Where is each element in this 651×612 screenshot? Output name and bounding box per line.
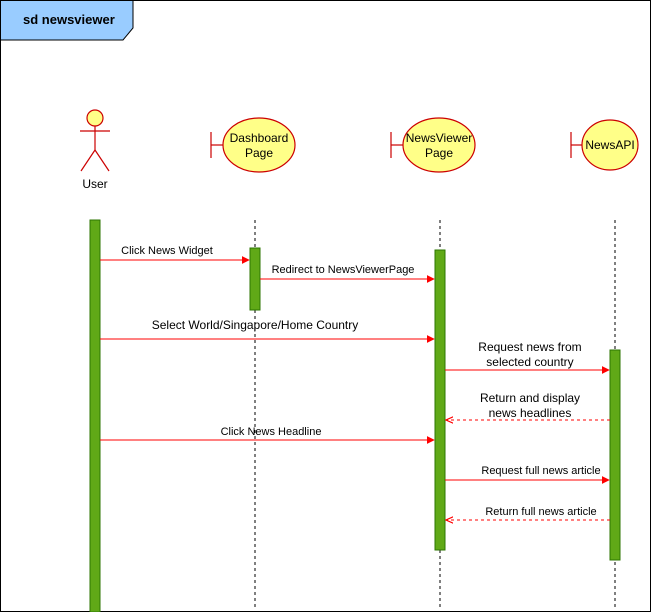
message-label-1: Click News Widget <box>121 245 213 257</box>
message-label-3: Select World/Singapore/Home Country <box>152 318 359 332</box>
frame-title: sd newsviewer <box>23 12 115 27</box>
message-label-4b: selected country <box>486 355 573 369</box>
message-label-5a: Return and display <box>480 391 580 405</box>
message-label-2: Redirect to NewsViewerPage <box>272 264 415 276</box>
message-label-6: Click News Headline <box>221 426 322 438</box>
message-label-7: Request full news article <box>481 465 600 477</box>
frame-title-tab <box>0 0 134 41</box>
activation-dashboard <box>249 247 261 311</box>
message-label-8: Return full news article <box>485 506 596 518</box>
user-actor-icon <box>80 109 110 172</box>
activation-user <box>89 219 101 612</box>
participant-dashboard-label-1: Dashboard <box>230 131 289 145</box>
participant-user-label: User <box>82 177 107 191</box>
dashboard-boundary-icon <box>210 117 296 173</box>
activation-newsapi <box>609 349 621 561</box>
activation-newsviewer <box>434 249 446 551</box>
message-label-4a: Request news from <box>478 340 581 354</box>
message-label-5b: news headlines <box>489 406 572 420</box>
newsviewer-boundary-icon <box>390 117 476 173</box>
participant-newsviewer-label-2: Page <box>425 146 453 160</box>
participant-newsviewer-label-1: NewsViewer <box>406 131 472 145</box>
participant-dashboard-label-2: Page <box>245 146 273 160</box>
participant-newsapi-label: NewsAPI <box>585 138 634 152</box>
newsapi-boundary-icon <box>570 119 639 171</box>
